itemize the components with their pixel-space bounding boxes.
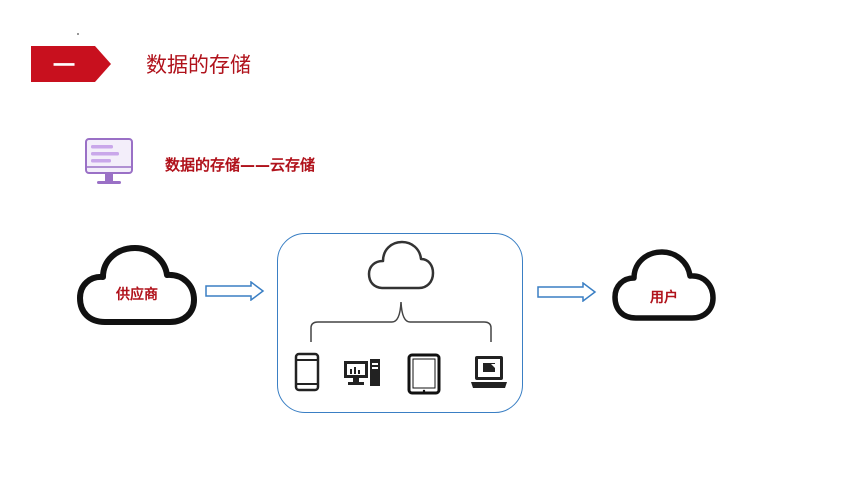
user-cloud-icon bbox=[612, 249, 716, 321]
tablet-icon bbox=[407, 353, 441, 395]
decorative-dot bbox=[77, 33, 79, 35]
user-label: 用户 bbox=[650, 290, 678, 306]
section-number: 一 bbox=[52, 54, 75, 79]
provider-cloud-icon bbox=[77, 245, 197, 325]
phone-icon bbox=[294, 352, 320, 392]
bracket-connector bbox=[310, 301, 492, 342]
cloud-storage-box bbox=[277, 233, 523, 413]
section-title: 数据的存储 bbox=[146, 53, 251, 77]
arrow-right-icon bbox=[205, 281, 265, 301]
provider-label: 供应商 bbox=[116, 287, 158, 303]
subsection-title: 数据的存储——云存储 bbox=[165, 156, 316, 174]
cloud-outline-icon bbox=[367, 240, 435, 290]
desktop-computer-icon bbox=[344, 359, 380, 386]
arrow-right-icon bbox=[537, 282, 597, 302]
section-number-badge bbox=[31, 46, 111, 82]
monitor-list-icon bbox=[85, 138, 133, 184]
laptop-icon bbox=[471, 356, 507, 388]
